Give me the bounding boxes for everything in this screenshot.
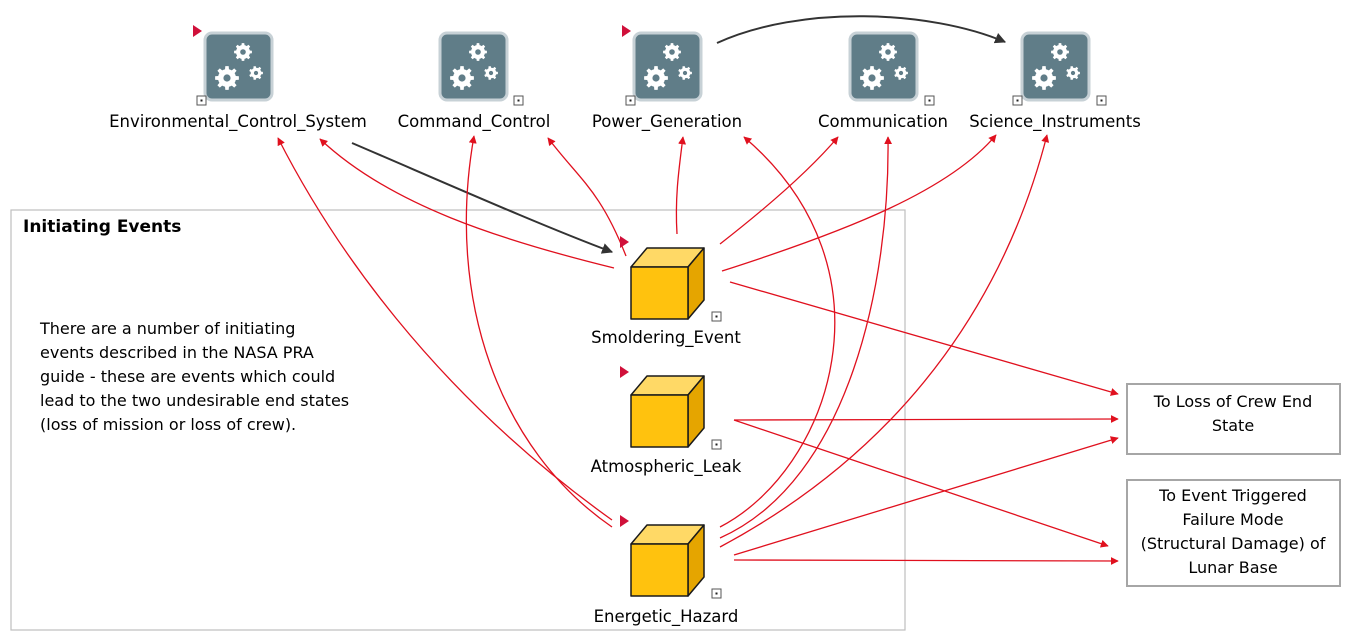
- expand-square-icon[interactable]: [711, 588, 722, 599]
- system-node-com[interactable]: Communication: [818, 31, 948, 131]
- system-node-sci[interactable]: Science_Instruments: [969, 31, 1141, 132]
- edge-ene-to-com[interactable]: [719, 136, 893, 539]
- note-line-4: lead to the two undesirable end states: [40, 391, 349, 410]
- event-label: Energetic_Hazard: [594, 607, 739, 627]
- systems-layer: Environmental_Control_System Command_Cont…: [109, 25, 1141, 132]
- edge-smo-to-sci[interactable]: [721, 134, 997, 272]
- target-line: State: [1212, 416, 1254, 435]
- system-label: Communication: [818, 112, 948, 131]
- edge-smo-to-env[interactable]: [319, 138, 615, 269]
- event-label: Smoldering_Event: [591, 328, 741, 348]
- expand-square-icon[interactable]: [711, 439, 722, 450]
- edge-smo-to-com[interactable]: [719, 136, 839, 245]
- event-node-smo[interactable]: Smoldering_Event: [591, 236, 741, 348]
- gears-icon: [848, 31, 919, 102]
- gears-icon: [1020, 31, 1091, 102]
- cube-icon: [630, 247, 705, 320]
- target-line: Failure Mode: [1182, 510, 1283, 529]
- note-line-5: (loss of mission or loss of crew).: [40, 415, 296, 434]
- system-node-cmd[interactable]: Command_Control: [398, 31, 551, 132]
- edge-smo-to-crew[interactable]: [729, 281, 1119, 396]
- expand-square-icon[interactable]: [711, 311, 722, 322]
- red-triangle-marker-icon: [193, 25, 202, 37]
- edge-ene-to-env[interactable]: [277, 137, 613, 521]
- event-label: Atmospheric_Leak: [591, 457, 742, 477]
- system-label: Command_Control: [398, 112, 551, 132]
- target-event-triggered-failure[interactable]: To Event Triggered Failure Mode (Structu…: [1126, 479, 1341, 587]
- target-line: To Event Triggered: [1158, 486, 1307, 505]
- edge-atm-to-fail[interactable]: [733, 419, 1109, 548]
- expand-square-icon[interactable]: [1012, 95, 1023, 106]
- system-label: Science_Instruments: [969, 112, 1141, 132]
- edge-ene-to-fail[interactable]: [733, 556, 1119, 565]
- edge-smo-to-pow[interactable]: [675, 136, 687, 235]
- edge-env-to-smo[interactable]: [351, 142, 614, 254]
- gears-icon: [203, 31, 274, 102]
- system-node-env[interactable]: Environmental_Control_System: [109, 25, 367, 132]
- cube-icon: [630, 375, 705, 448]
- edges-layer: [277, 15, 1119, 565]
- edge-ene-to-sci[interactable]: [719, 134, 1050, 548]
- gears-icon: [632, 31, 703, 102]
- target-line: (Structural Damage) of: [1141, 534, 1326, 553]
- edge-ene-to-cmd[interactable]: [465, 135, 613, 528]
- red-triangle-marker-icon: [620, 515, 629, 527]
- gears-icon: [438, 31, 509, 102]
- red-triangle-marker-icon: [620, 236, 629, 248]
- system-node-pow[interactable]: Power_Generation: [592, 25, 742, 132]
- target-line: Lunar Base: [1188, 558, 1277, 577]
- expand-square-icon[interactable]: [513, 95, 524, 106]
- edge-atm-to-crew[interactable]: [733, 415, 1119, 424]
- initiating-events-group: Initiating Events There are a number of …: [10, 209, 906, 631]
- target-box: [1126, 479, 1341, 587]
- red-triangle-marker-icon: [622, 25, 631, 37]
- expand-square-icon[interactable]: [1096, 95, 1107, 106]
- target-line: To Loss of Crew End: [1153, 392, 1312, 411]
- cube-icon: [630, 524, 705, 597]
- edge-ene-to-pow[interactable]: [719, 136, 836, 528]
- group-title: Initiating Events: [23, 217, 181, 237]
- target-loss-of-crew[interactable]: To Loss of Crew End State: [1126, 383, 1341, 455]
- note-line-1: There are a number of initiating: [39, 319, 295, 338]
- note-line-2: events described in the NASA PRA: [40, 343, 314, 362]
- red-triangle-marker-icon: [620, 366, 629, 378]
- events-layer: Smoldering_EventAtmospheric_LeakEnergeti…: [591, 236, 742, 627]
- expand-square-icon[interactable]: [625, 95, 636, 106]
- edge-smo-to-cmd[interactable]: [547, 137, 627, 257]
- event-node-atm[interactable]: Atmospheric_Leak: [591, 366, 742, 477]
- system-label: Power_Generation: [592, 112, 742, 132]
- edge-pow-to-sci[interactable]: [716, 15, 1007, 44]
- note-line-3: guide - these are events which could: [40, 367, 335, 386]
- event-node-ene[interactable]: Energetic_Hazard: [594, 515, 739, 627]
- expand-square-icon[interactable]: [924, 95, 935, 106]
- edge-ene-to-crew[interactable]: [733, 436, 1119, 556]
- target-box: [1126, 383, 1341, 455]
- system-label: Environmental_Control_System: [109, 112, 367, 132]
- expand-square-icon[interactable]: [196, 95, 207, 106]
